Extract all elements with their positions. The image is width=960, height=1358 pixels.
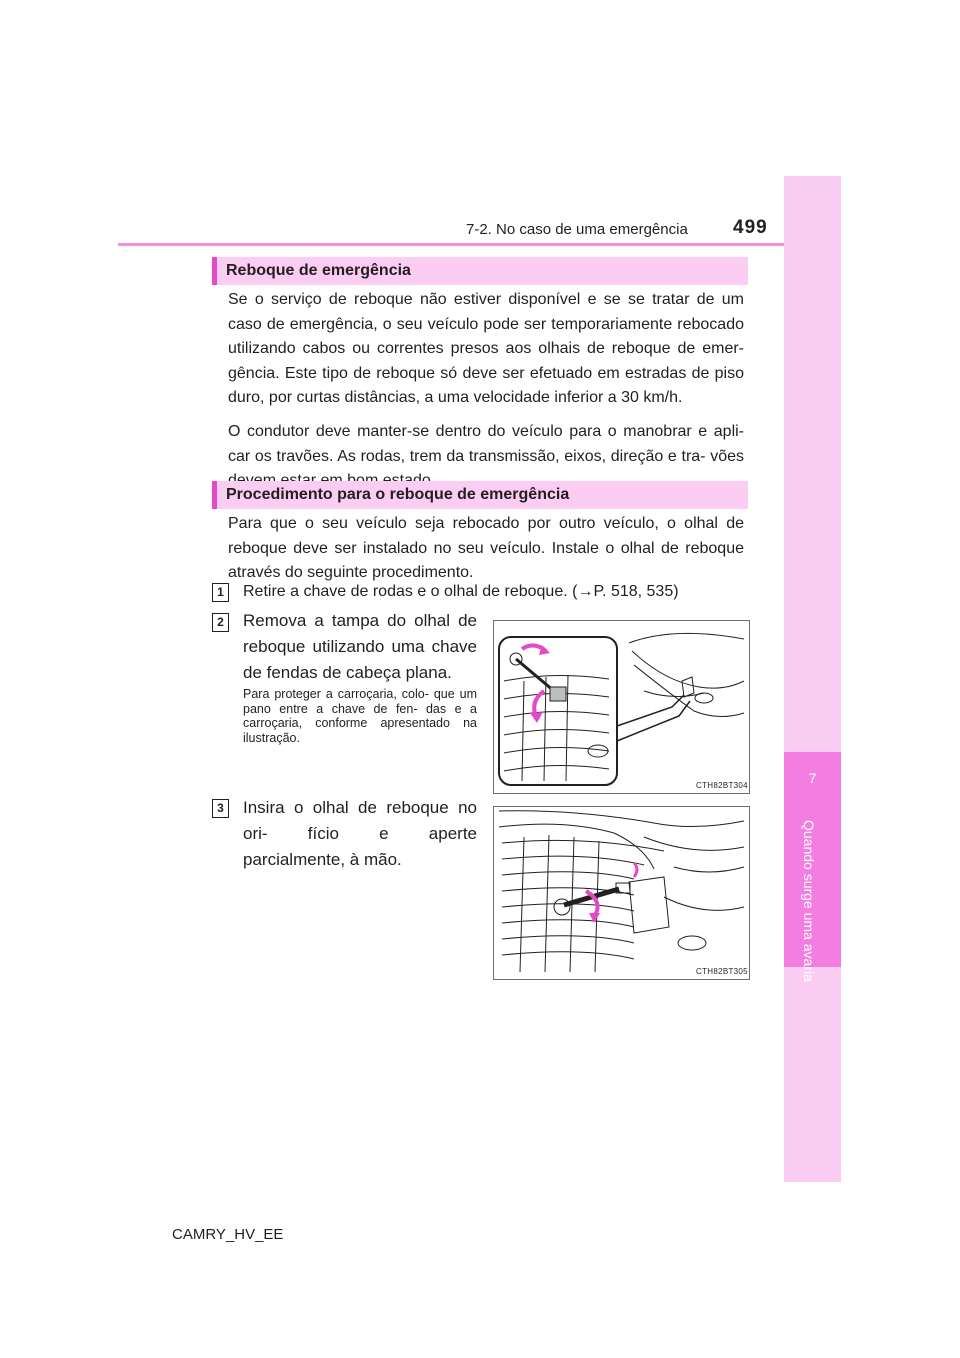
chapter-side-tab: [784, 176, 841, 1182]
step-note: Para proteger a carroçaria, colo- que um…: [243, 687, 477, 745]
step-number-badge: 1: [212, 583, 229, 602]
chapter-side-tab-active: [784, 752, 841, 967]
chapter-number: 7: [808, 770, 817, 786]
illustration-remove-cover: CTH82BT304: [493, 620, 750, 794]
header-divider: [118, 243, 840, 246]
footer-model-code: CAMRY_HV_EE: [172, 1226, 284, 1243]
step-text: Insira o olhal de reboque no ori- fício …: [243, 798, 477, 869]
illustration-insert-tow-eye: CTH82BT305: [493, 806, 750, 980]
section-heading-emergency-towing: Reboque de emergência: [212, 257, 748, 285]
step-number-badge: 2: [212, 613, 229, 632]
header-section-title: 7-2. No caso de uma emergência: [466, 221, 688, 238]
figure-code: CTH82BT304: [696, 781, 748, 790]
step-text: Remova a tampa do olhal de reboque utili…: [243, 611, 477, 682]
step-text: Retire a chave de rodas e o olhal de reb…: [243, 583, 679, 600]
paragraph: O condutor deve manter-se dentro do veíc…: [228, 423, 744, 489]
figure-code: CTH82BT305: [696, 967, 748, 976]
tow-eye-insertion-drawing: [498, 810, 745, 973]
chapter-title: Quando surge uma avaria: [801, 820, 817, 982]
page-number: 499: [733, 217, 768, 238]
grille-cover-removal-drawing: [498, 632, 745, 786]
step-number-badge: 3: [212, 799, 229, 818]
paragraph: Para que o seu veículo seja rebocado por…: [228, 515, 744, 581]
paragraph: Se o serviço de reboque não estiver disp…: [228, 291, 744, 406]
section-heading-towing-procedure: Procedimento para o reboque de emergênci…: [212, 481, 748, 509]
